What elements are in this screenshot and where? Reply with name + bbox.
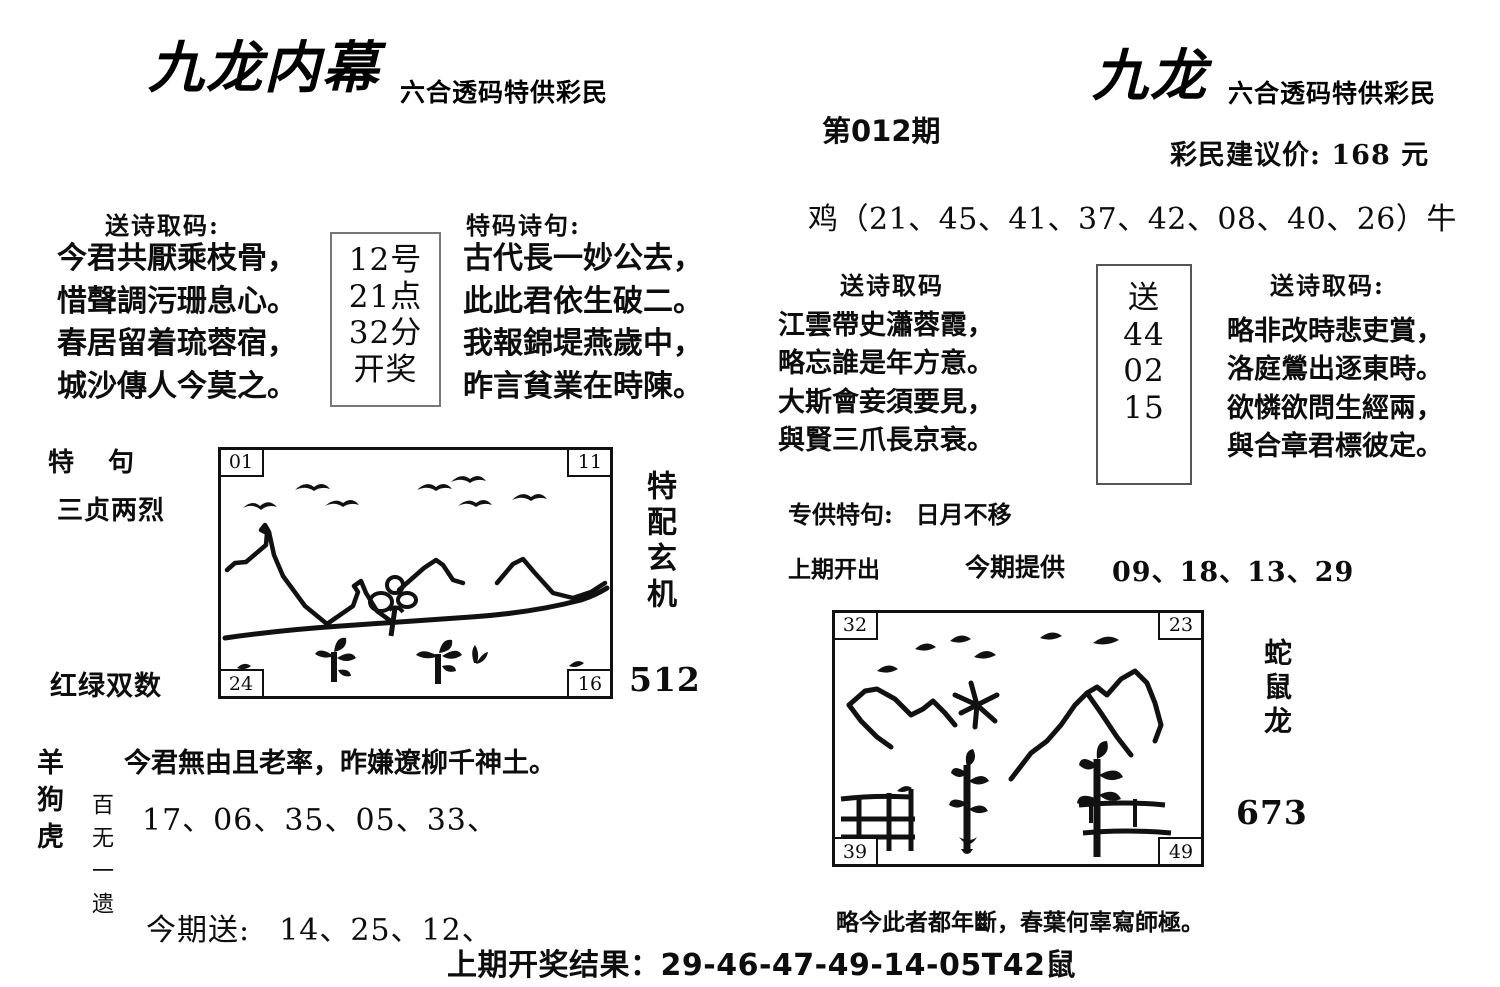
code-box-line: 32分 [348,315,423,352]
left-slogan-vertical: 百无一遗 [88,793,113,925]
right-price: 彩民建议价: 168 元 [1170,140,1430,171]
code-box-line: 15 [1123,389,1165,426]
right-side-number: 673 [1236,793,1308,832]
left-send-poem-label: 送诗取码: [105,211,220,240]
poem-line: 今君共厭乘枝骨， [57,241,297,276]
left-special-poem: 古代長一妙公去， 此此君依生破二。 我報錦堤燕歲中， 昨言貧業在時陳。 [463,238,703,408]
left-color-hint: 红绿双数 [50,671,162,702]
right-picture-corner-tl: 32 [835,613,878,640]
code-box-line: 21点 [348,278,423,315]
right-picture-caption: 略今此者都年斷，春葉何辜寫師極。 [836,909,1204,936]
poem-line: 欲憐欲問生經兩， [1227,392,1443,424]
right-last-period-label: 上期开出 [788,556,880,583]
left-picture-corner-br: 16 [567,669,610,696]
right-special-line-value: 日月不移 [915,500,1012,529]
poem-line: 洛庭鶯出逐東時。 [1227,354,1443,386]
left-this-period-label: 今期送: [146,913,251,948]
right-send-poem-right: 略非改時悲吏賞， 洛庭鶯出逐東時。 欲憐欲問生經兩， 與合章君標彼定。 [1227,313,1443,466]
poem-line: 春居留着琉蓉宿， [57,326,297,362]
right-period: 第012期 [822,114,941,148]
right-picture-corner-br: 49 [1158,837,1201,864]
right-picture-corner-bl: 39 [835,837,878,864]
left-picture-corner-tr: 11 [567,450,610,477]
poem-line: 我報錦堤燕歲中， [463,326,703,362]
right-brand-subtitle: 六合透码特供彩民 [1228,79,1437,108]
left-teju-label: 特 句 [48,448,139,478]
poem-line: 與合章君標彼定。 [1227,430,1443,462]
left-this-period-numbers: 14、25、12、 [279,913,493,948]
left-picture: 01 11 24 16 [218,447,613,699]
right-this-period-label: 今期提供 [965,553,1066,582]
poem-line: 城沙傳人今莫之。 [57,368,297,404]
right-this-period-numbers: 09、18、13、29 [1112,557,1355,588]
code-box-line: 44 [1123,316,1165,353]
left-teju-value: 三贞两烈 [57,496,166,526]
right-picture-corner-tr: 23 [1158,613,1201,640]
right-picture: 32 23 39 49 [832,610,1204,867]
footer-result: 上期开奖结果：29-46-47-49-14-05T42鼠 [447,948,1076,983]
right-special-line: 专供特句: 日月不移 [788,495,1012,530]
right-send-poem-label-left: 送诗取码 [840,271,944,300]
left-picture-drawing [222,475,610,684]
zodiac-2: 狗 [32,785,63,822]
left-bottom-poem: 今君無由且老率，昨嫌遼柳千神土。 [124,748,556,779]
code-box-line: 12号 [348,242,423,278]
poem-line: 略忘誰是年方意。 [778,348,994,380]
right-send-poem-left: 江雲帶史瀟蓉霞， 略忘誰是年方意。 大斯會妾須要見， 與賢三爪長京衰。 [778,307,994,460]
right-picture-drawing [840,632,1172,857]
poem-line: 此此君依生破二。 [463,283,703,319]
poem-line: 惜聲調污珊息心。 [57,283,297,319]
right-zodiac-line: 鸡（21、45、41、37、42、08、40、26）牛 [808,202,1457,237]
poem-line: 略非改時悲吏賞， [1227,316,1443,347]
left-side-vertical-text: 特配玄机 [641,470,676,614]
left-brand-subtitle: 六合透码特供彩民 [400,78,609,107]
right-special-line-label: 专供特句: [788,500,893,529]
left-zodiac-column: 羊狗虎 [28,748,67,888]
left-picture-corner-tl: 01 [221,450,264,477]
right-brand-title: 九龙 [1092,43,1208,109]
poem-line: 古代長一妙公去， [463,241,703,276]
left-special-poem-label: 特码诗句: [466,211,581,240]
code-box-line: 开奖 [353,351,418,388]
code-box-line: 送 [1128,280,1160,316]
right-side-vertical-text: 蛇鼠龙 [1260,638,1293,740]
poem-line: 昨言貧業在時陳。 [463,368,703,404]
right-send-poem-label-right: 送诗取码: [1270,271,1385,300]
left-this-period: 今期送: 14、25、12、 [146,905,493,949]
left-send-poem: 今君共厭乘枝骨， 惜聲調污珊息心。 春居留着琉蓉宿， 城沙傳人今莫之。 [57,238,297,408]
left-picture-corner-bl: 24 [221,669,264,696]
right-code-box: 送 44 02 15 [1096,264,1192,485]
zodiac-1: 羊 [32,748,63,785]
poem-line: 與賢三爪長京衰。 [778,424,994,456]
code-box-line: 02 [1123,353,1165,390]
left-code-box: 12号 21点 32分 开奖 [330,232,441,407]
poem-line: 大斯會妾須要見， [778,386,994,418]
left-brand-title: 九龙内幕 [148,35,380,101]
left-side-number: 512 [629,660,701,699]
left-bottom-numbers: 17、06、35、05、33、 [142,803,498,838]
poem-line: 江雲帶史瀟蓉霞， [778,310,994,341]
zodiac-3: 虎 [32,822,63,859]
